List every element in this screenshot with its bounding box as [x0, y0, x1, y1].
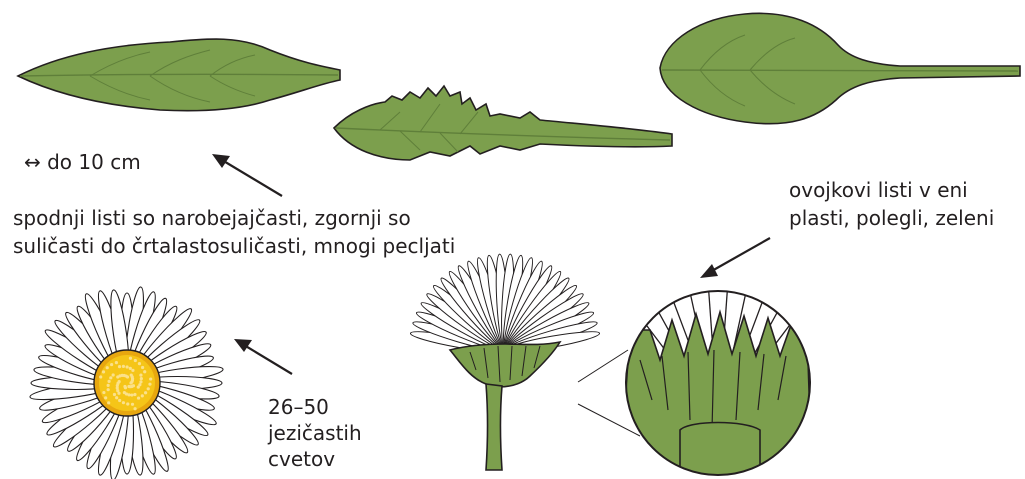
- disc-dot: [130, 393, 133, 396]
- disc-dot: [112, 373, 115, 376]
- disc-dot: [134, 359, 137, 362]
- disc-dot: [138, 362, 141, 365]
- leaf-upper-right: [660, 13, 1020, 123]
- bracts-description-line: plasti, polegli, zeleni: [789, 204, 994, 232]
- disc-dot: [137, 396, 140, 399]
- arrow-leaves: [212, 154, 282, 196]
- disc-dot: [133, 393, 136, 396]
- disc-dot: [139, 380, 142, 383]
- disc-dot: [140, 377, 143, 380]
- leaves-description-line: suličasti do črtalastosuličasti, mnogi p…: [13, 232, 455, 260]
- disc-dot: [122, 365, 125, 368]
- disc-dot: [107, 380, 110, 383]
- disc-dot: [147, 387, 150, 390]
- disc-dot: [99, 375, 102, 378]
- leaf-lobed-middle: [334, 86, 672, 160]
- leaf-lower-left: [18, 39, 340, 111]
- ray-florets-line: 26–50: [268, 394, 362, 420]
- flower-head-top-view: [29, 286, 224, 479]
- disc-dot: [106, 366, 109, 369]
- disc-dot: [109, 376, 112, 379]
- disc-dot: [139, 374, 142, 377]
- flower-side-view: [410, 254, 601, 470]
- disc-dot: [144, 391, 147, 394]
- disc-dot: [115, 361, 118, 364]
- disc-dot: [131, 369, 134, 372]
- disc-dot: [148, 383, 151, 386]
- arrow-rays: [234, 339, 292, 374]
- disc-dot: [132, 384, 135, 387]
- disc-dot: [107, 401, 110, 404]
- disc-dot: [107, 388, 110, 391]
- disc-dot: [138, 383, 141, 386]
- disc-dot: [141, 394, 144, 397]
- disc-dot: [117, 392, 120, 395]
- disc-dot: [133, 407, 136, 410]
- disc-dot: [116, 375, 119, 378]
- disc-dot: [125, 365, 128, 368]
- ray-florets-line: cvetov: [268, 446, 362, 472]
- leaves-description: spodnji listi so narobejajčasti, zgornji…: [13, 204, 455, 260]
- ray-florets-description: 26–50 jezičastih cvetov: [268, 394, 362, 472]
- arrow-bracts: [700, 238, 770, 278]
- disc-dot: [113, 393, 116, 396]
- disc-dot: [124, 386, 127, 389]
- disc-dot: [102, 370, 105, 373]
- disc-dot: [122, 401, 125, 404]
- disc-dot: [143, 370, 146, 373]
- disc-dot: [126, 402, 129, 405]
- disc-dot: [131, 403, 134, 406]
- disc-dot: [118, 365, 121, 368]
- disc-dot: [110, 363, 113, 366]
- disc-dot: [129, 357, 132, 360]
- bract-zoom-circle: [568, 260, 869, 479]
- disc-dot: [149, 377, 152, 380]
- leaves-description-line: spodnji listi so narobejajčasti, zgornji…: [13, 204, 455, 232]
- disc-dot: [118, 399, 121, 402]
- bracts-description: ovojkovi listi v eni plasti, polegli, ze…: [789, 176, 994, 232]
- disc-dot: [115, 396, 118, 399]
- size-label: ↔ do 10 cm: [24, 148, 141, 176]
- disc-dot: [107, 384, 110, 387]
- disc-dot: [102, 391, 105, 394]
- disc-dot: [129, 367, 132, 370]
- bracts-description-line: ovojkovi listi v eni: [789, 176, 994, 204]
- disc-dot: [127, 393, 130, 396]
- disc-dot: [130, 373, 133, 376]
- disc-dot: [141, 366, 144, 369]
- ray-florets-line: jezičastih: [268, 420, 362, 446]
- disc-dot: [104, 396, 107, 399]
